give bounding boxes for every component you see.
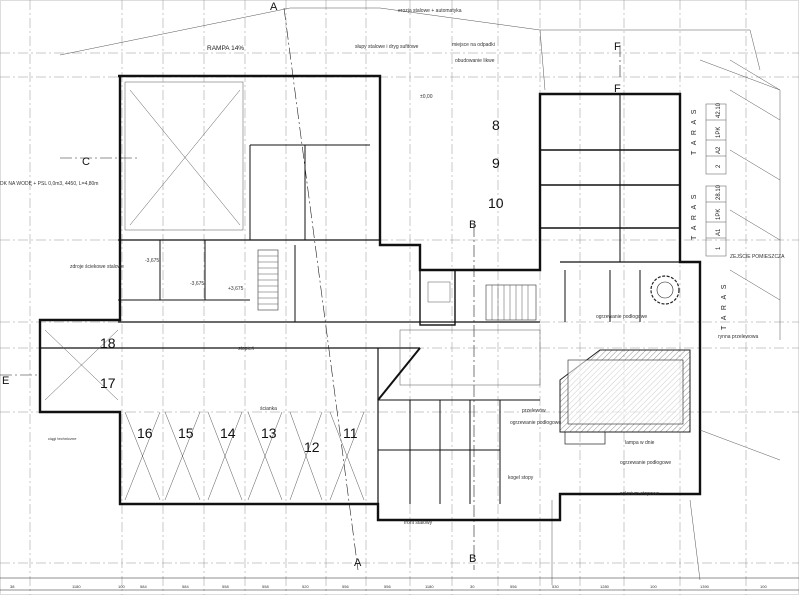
height-marks: -3,675 +3,675 -3,675 ±0,00 — [145, 94, 433, 292]
svg-text:1: 1 — [716, 246, 722, 250]
svg-text:1280: 1280 — [600, 584, 610, 589]
note-front-stal: front stalowy — [404, 520, 433, 526]
svg-text:T A R A S: T A R A S — [691, 193, 698, 240]
svg-text:558: 558 — [262, 584, 269, 589]
svg-text:T A R A S: T A R A S — [721, 283, 728, 330]
svg-text:100: 100 — [650, 584, 657, 589]
room-tag-boxes — [705, 103, 727, 257]
parking-number: 9 — [492, 155, 500, 171]
ramp-label: RAMPA 14% — [207, 45, 244, 52]
svg-text:584: 584 — [140, 584, 147, 589]
terrace-labels: T A R A S T A R A S T A R A S — [691, 108, 728, 330]
svg-text:B: B — [469, 553, 476, 565]
svg-text:1390: 1390 — [700, 584, 710, 589]
svg-text:556: 556 — [384, 584, 391, 589]
svg-text:A: A — [354, 557, 362, 569]
bottom-dimensions: 38 1180 100 584 584 558 558 520 556 556 … — [10, 584, 767, 589]
svg-text:±0,00: ±0,00 — [420, 94, 433, 100]
svg-text:1180: 1180 — [425, 584, 434, 589]
svg-text:520: 520 — [302, 584, 309, 589]
parking-bays — [44, 89, 365, 501]
parking-number: 16 — [137, 425, 153, 441]
section-axis-labels: A A B B C E F F — [2, 1, 621, 569]
parking-number: 15 — [178, 425, 194, 441]
parking-number: 13 — [261, 425, 277, 441]
svg-text:28.10: 28.10 — [716, 184, 722, 200]
svg-text:T A R A S: T A R A S — [691, 108, 698, 155]
svg-text:100: 100 — [760, 584, 767, 589]
note-rynna: rynna przelewowa — [718, 334, 759, 340]
svg-text:1PK: 1PK — [716, 209, 722, 220]
note-solarium: solarium etapowe — [620, 491, 659, 497]
note-ogrzewanie-3: ogrzewanie podłogowe — [620, 460, 671, 466]
svg-text:-3,675: -3,675 — [190, 281, 204, 287]
svg-text:42.10: 42.10 — [716, 102, 722, 118]
svg-text:C: C — [82, 156, 90, 168]
note-zdroje: zdroje ściekowe stalowe — [70, 264, 124, 270]
svg-text:A2: A2 — [716, 146, 722, 154]
note-ogrzewanie-2: ogrzewanie podłogowe — [510, 420, 561, 426]
svg-text:B: B — [469, 219, 476, 231]
note-stopien: stopień — [238, 346, 254, 352]
note-przelew: przelewów — [522, 408, 546, 414]
svg-text:100: 100 — [118, 584, 125, 589]
svg-text:1180: 1180 — [72, 584, 81, 589]
parking-number: 8 — [492, 117, 500, 133]
note-obudowa: obudowanie likwe — [455, 58, 495, 64]
svg-text:558: 558 — [222, 584, 229, 589]
note-ciagi: ciągi techniczne — [48, 436, 77, 441]
svg-text:38: 38 — [10, 584, 15, 589]
svg-text:A1: A1 — [716, 228, 722, 236]
svg-text:F: F — [614, 41, 621, 53]
parking-number: 17 — [100, 375, 116, 391]
parking-number: 10 — [488, 195, 504, 211]
room-tag-text: 1 A1 1PK 28.10 2 A2 1PK 42.10 — [716, 102, 722, 250]
note-slup: słupy stalowe i dryg sufitowe — [355, 44, 419, 50]
note-nie-na-wode: DK NA WODĘ + PSL 0,0m3, 4450, L=4,80m — [0, 181, 98, 187]
svg-text:584: 584 — [182, 584, 189, 589]
svg-text:-3,675: -3,675 — [145, 258, 159, 264]
svg-text:A: A — [270, 1, 278, 13]
note-ogrzewanie-1: ogrzewanie podłogowe — [596, 314, 647, 320]
parking-number: 14 — [220, 425, 236, 441]
parking-number: 12 — [304, 439, 320, 455]
parking-number: 11 — [343, 425, 358, 441]
note-erozja: erozja stalowe + automatyka — [398, 8, 462, 14]
terrace-hatch — [699, 59, 781, 461]
parking-number: 18 — [100, 335, 116, 351]
note-zejscie: ZEJŚCIE POMIESZCZA — [730, 252, 785, 260]
note-scianka: ścianka — [260, 406, 277, 412]
svg-text:E: E — [2, 375, 9, 387]
svg-text:+3,675: +3,675 — [228, 286, 244, 292]
svg-text:530: 530 — [552, 584, 559, 589]
section-lines — [0, 7, 621, 571]
note-lampa: lampa w dnie — [625, 440, 655, 446]
building-walls — [38, 74, 702, 522]
svg-text:F: F — [614, 83, 621, 95]
svg-text:1PK: 1PK — [716, 127, 722, 138]
dimension-line — [0, 577, 799, 591]
note-kogel: kogel stopy — [508, 475, 534, 481]
annotations: RAMPA 14% erozja stalowe + automatyka sł… — [0, 8, 785, 526]
svg-text:2: 2 — [716, 164, 722, 168]
swimming-pool — [559, 275, 691, 445]
svg-text:556: 556 — [342, 584, 349, 589]
stairs — [257, 249, 537, 321]
svg-text:30: 30 — [470, 584, 475, 589]
svg-text:556: 556 — [510, 584, 517, 589]
parking-numbers: 18 17 16 15 14 13 12 11 8 9 10 — [100, 117, 504, 455]
note-odpadki: miejsce na odpadki — [452, 42, 495, 48]
